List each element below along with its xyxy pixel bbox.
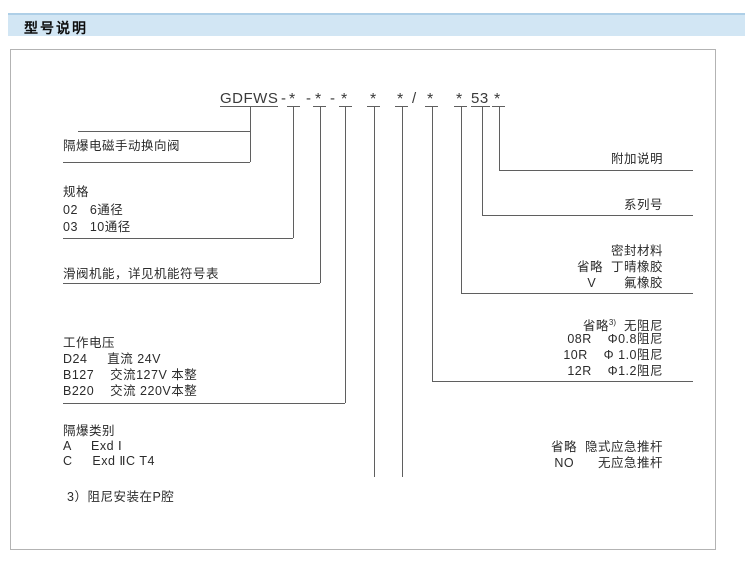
- connector-line: [482, 215, 693, 216]
- model-separator-2: -: [306, 90, 312, 107]
- label-explosion-class-option: C Exd ⅡC T4: [63, 454, 155, 468]
- underline-star-1: [287, 106, 300, 107]
- connector-line: [63, 162, 250, 163]
- underline-series-number: [471, 106, 490, 107]
- connector-line: [63, 283, 320, 284]
- label-explosion-class-option: A Exd Ⅰ: [63, 439, 123, 453]
- model-series-number: 53: [471, 90, 489, 107]
- model-star-8: *: [494, 91, 501, 108]
- model-slash: /: [412, 90, 417, 107]
- connector-line: [461, 107, 462, 293]
- connector-line: [402, 107, 403, 477]
- label-voltage-title: 工作电压: [63, 336, 116, 350]
- underline-star-3: [339, 106, 352, 107]
- page-title: 型号说明: [24, 20, 88, 36]
- underline-star-8: [492, 106, 505, 107]
- connector-line: [461, 293, 693, 294]
- connector-line: [320, 107, 321, 283]
- label-push-rod-option: 省略 隐式应急推杆: [551, 440, 663, 454]
- label-spec-option: 03 10通径: [63, 220, 131, 234]
- connector-line: [293, 107, 294, 238]
- label-damping-default: 省略3) 无阻尼: [430, 316, 663, 333]
- model-star-1: *: [289, 91, 296, 108]
- label-damping-option: 10R Φ 1.0阻尼: [563, 348, 663, 362]
- label-voltage-option: B127 交流127V 本整: [63, 368, 198, 382]
- label-valve-type: 隔爆电磁手动换向阀: [63, 139, 181, 153]
- connector-line: [345, 107, 346, 403]
- model-star-6: *: [427, 91, 434, 108]
- label-seal-option: 省略 丁晴橡胶: [577, 260, 663, 274]
- model-separator-1: -: [281, 90, 287, 107]
- damping-footnote-ref: 3): [608, 318, 617, 327]
- label-spec-title: 规格: [63, 185, 90, 199]
- underline-star-5: [395, 106, 408, 107]
- label-spool-function: 滑阀机能，详见机能符号表: [63, 267, 220, 281]
- connector-line: [63, 403, 345, 404]
- model-star-5: *: [397, 91, 404, 108]
- label-spec-option: 02 6通径: [63, 203, 124, 217]
- model-star-2: *: [315, 91, 322, 108]
- connector-line: [432, 381, 693, 382]
- damping-default-prefix: 省略: [582, 319, 609, 333]
- label-additional-note: 附加说明: [610, 152, 663, 166]
- model-star-7: *: [456, 91, 463, 108]
- label-seal-option: V 氟橡胶: [587, 276, 663, 290]
- model-code: GDFWS: [220, 90, 279, 107]
- underline-star-2: [313, 106, 326, 107]
- underline-star-4: [367, 106, 380, 107]
- underline-star-7: [454, 106, 467, 107]
- model-star-3: *: [341, 91, 348, 108]
- underline-code: [220, 106, 278, 107]
- model-star-4: *: [370, 91, 377, 108]
- label-series: 系列号: [623, 198, 663, 212]
- connector-line: [499, 107, 500, 170]
- label-damping-option: 12R Φ1.2阻尼: [567, 364, 663, 378]
- diagram-frame: [10, 49, 716, 550]
- connector-line: [250, 107, 251, 162]
- label-explosion-class-title: 隔爆类别: [63, 424, 116, 438]
- connector-line: [78, 131, 250, 132]
- connector-line: [499, 170, 693, 171]
- connector-line: [63, 238, 293, 239]
- damping-default-suffix: 无阻尼: [616, 319, 663, 333]
- connector-line: [482, 107, 483, 215]
- connector-line: [374, 107, 375, 477]
- section-header-bar: 型号说明: [8, 13, 745, 36]
- connector-line: [432, 107, 433, 381]
- label-seal-title: 密封材料: [610, 244, 663, 258]
- label-damping-option: 08R Φ0.8阻尼: [567, 332, 663, 346]
- model-separator-3: -: [330, 90, 336, 107]
- label-voltage-option: D24 直流 24V: [63, 352, 162, 366]
- label-footnote: 3）阻尼安装在P腔: [67, 490, 175, 504]
- label-push-rod-option: NO 无应急推杆: [554, 456, 663, 470]
- underline-star-6: [425, 106, 438, 107]
- label-voltage-option: B220 交流 220V本整: [63, 384, 198, 398]
